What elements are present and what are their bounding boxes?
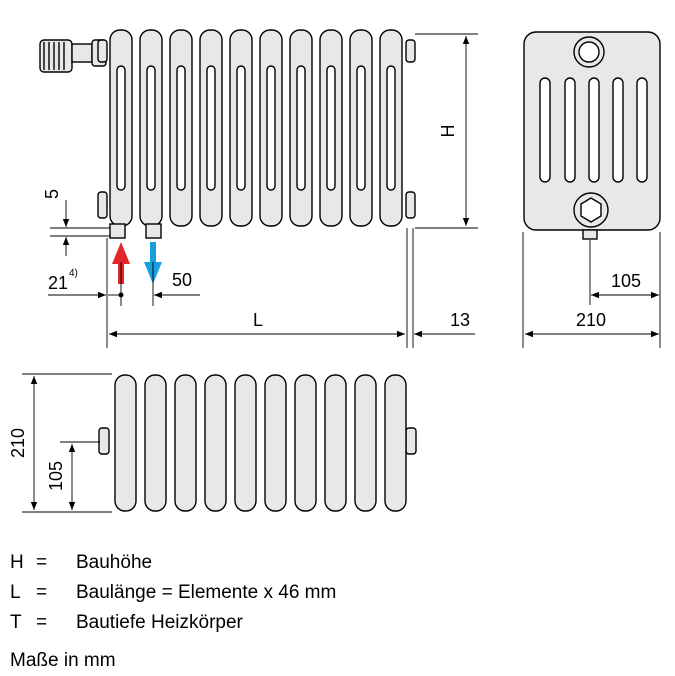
legend-row-height: H = Bauhöhe: [10, 548, 660, 578]
side-view: [523, 31, 661, 240]
legend-equals: =: [36, 552, 48, 573]
radiator-column-gap: [176, 65, 186, 191]
radiator-column-top: [174, 374, 197, 512]
radiator-column-top: [384, 374, 407, 512]
label-50: 50: [172, 270, 192, 290]
radiator-column-gap: [206, 65, 216, 191]
legend-row-length: L = Baulänge = Elemente x 46 mm: [10, 578, 660, 608]
label-13: 13: [450, 310, 470, 330]
legend-symbol: H: [10, 552, 24, 573]
radiator-column-gap: [356, 65, 366, 191]
units-note: Maße in mm: [10, 650, 116, 671]
legend-text: Bauhöhe: [76, 552, 153, 573]
top-view: [98, 374, 417, 512]
radiator-column-top: [354, 374, 377, 512]
radiator-column-top: [144, 374, 167, 512]
front-view: [39, 29, 416, 239]
radiator-column-gap: [116, 65, 126, 191]
label-5: 5: [42, 189, 62, 199]
label-210-side: 210: [576, 310, 606, 330]
thermostat-head-icon: [39, 39, 107, 73]
legend: H = Bauhöhe L = Baulänge = Elemente x 46…: [10, 548, 660, 676]
radiator-technical-drawing: H 5 21 4) 50 L 13 105 210 210 105: [8, 29, 661, 513]
legend-row-depth: T = Bautiefe Heizkörper: [10, 608, 660, 638]
legend-symbol: T: [10, 612, 22, 633]
radiator-column-gap: [236, 65, 246, 191]
label-L: L: [253, 310, 263, 330]
radiator-column-top: [264, 374, 287, 512]
radiator-column-top: [294, 374, 317, 512]
legend-text: Bautiefe Heizkörper: [76, 612, 243, 633]
legend-equals: =: [36, 612, 48, 633]
legend-text: Baulänge = Elemente x 46 mm: [76, 582, 337, 603]
radiator-column-gap: [146, 65, 156, 191]
radiator-column-gap: [326, 65, 336, 191]
label-210-top: 210: [8, 428, 28, 458]
radiator-column-top: [204, 374, 227, 512]
label-21: 21: [48, 273, 68, 293]
label-21-footnote: 4): [69, 268, 78, 279]
radiator-column-gap: [296, 65, 306, 191]
label-105-side: 105: [611, 271, 641, 291]
radiator-column-gap: [386, 65, 396, 191]
legend-symbol: L: [10, 582, 21, 603]
label-H: H: [438, 125, 458, 138]
radiator-column-gap: [266, 65, 276, 191]
label-105-top: 105: [46, 461, 66, 491]
legend-equals: =: [36, 582, 48, 603]
radiator-column-top: [234, 374, 257, 512]
radiator-column-top: [114, 374, 137, 512]
radiator-column-top: [324, 374, 347, 512]
